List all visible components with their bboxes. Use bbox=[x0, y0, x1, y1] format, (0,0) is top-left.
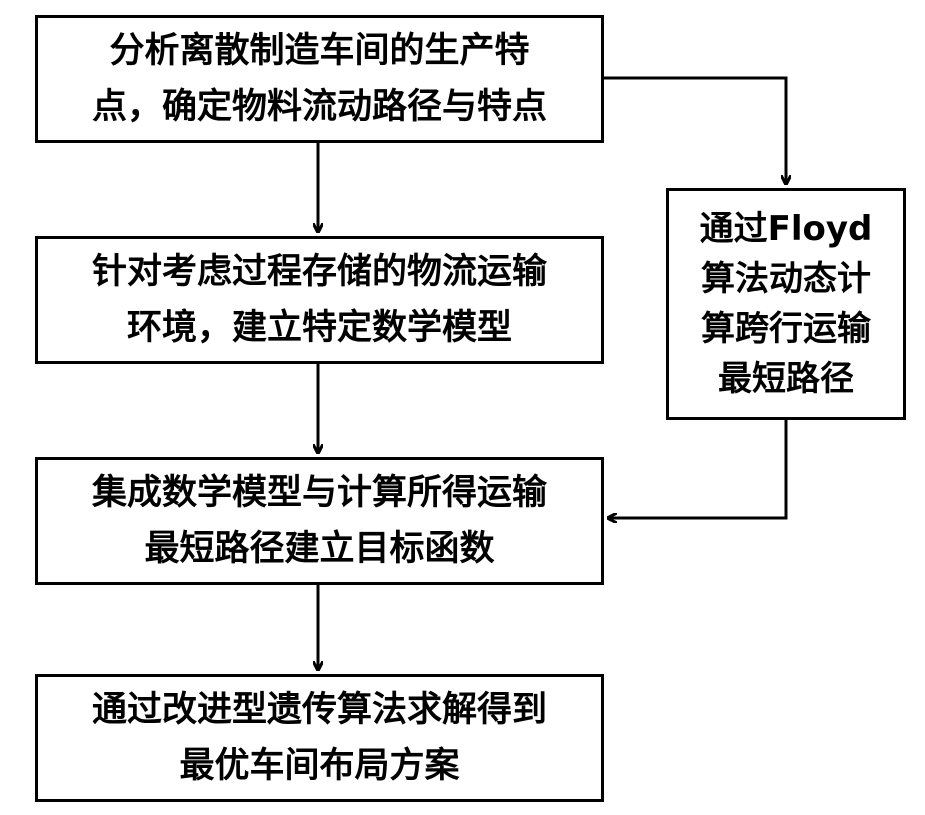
step-box-line: 通过改进型遗传算法求解得到 bbox=[92, 682, 547, 738]
step-box-line: 点，确定物料流动路径与特点 bbox=[92, 79, 547, 135]
side-box-line: 算法动态计 bbox=[701, 254, 871, 304]
side-box-line: 算跨行运输 bbox=[701, 304, 871, 354]
step-box-line: 针对考虑过程存储的物流运输 bbox=[92, 244, 547, 300]
side-box-line: 最短路径 bbox=[718, 354, 854, 404]
arrow-side-to-step3 bbox=[608, 420, 786, 518]
step-box-build-model: 针对考虑过程存储的物流运输 环境，建立特定数学模型 bbox=[35, 236, 604, 364]
step-box-analyze-workshop: 分析离散制造车间的生产特 点，确定物料流动路径与特点 bbox=[35, 15, 604, 143]
side-box-floyd-algorithm: 通过Floyd 算法动态计 算跨行运输 最短路径 bbox=[666, 188, 906, 420]
step-box-line: 集成数学模型与计算所得运输 bbox=[92, 465, 547, 521]
arrow-step1-to-side bbox=[604, 78, 786, 184]
step-box-line: 分析离散制造车间的生产特 bbox=[109, 23, 529, 79]
step-box-line: 环境，建立特定数学模型 bbox=[127, 300, 512, 356]
step-box-genetic-algorithm: 通过改进型遗传算法求解得到 最优车间布局方案 bbox=[35, 674, 604, 802]
side-box-line: 通过Floyd bbox=[700, 204, 873, 254]
step-box-objective-function: 集成数学模型与计算所得运输 最短路径建立目标函数 bbox=[35, 457, 604, 585]
step-box-line: 最优车间布局方案 bbox=[179, 738, 459, 794]
step-box-line: 最短路径建立目标函数 bbox=[144, 521, 494, 577]
